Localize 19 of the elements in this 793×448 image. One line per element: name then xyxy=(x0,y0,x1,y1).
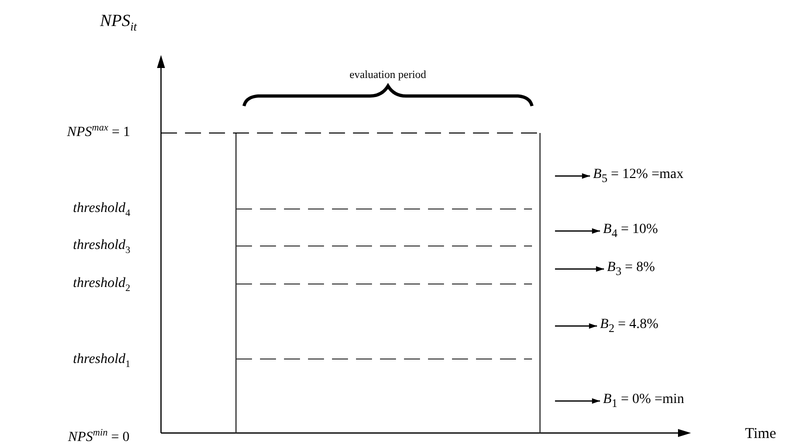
threshold-label: threshold$_{2}$ xyxy=(73,277,130,291)
arrow xyxy=(555,398,600,404)
axis-label: NPS$_{it}$ xyxy=(100,12,137,28)
bonus-label: B$_{3}$ = 8% xyxy=(607,260,655,278)
threshold-label: threshold$_{3}$ xyxy=(73,239,130,253)
axis-value-label: NPS$^{max}$ = 1 xyxy=(67,126,130,140)
threshold-label: threshold$_{1}$ xyxy=(73,353,130,367)
threshold-label: threshold$_{4}$ xyxy=(73,202,130,216)
period-label: evaluation period xyxy=(350,70,426,80)
arrow xyxy=(555,266,604,272)
arrow xyxy=(555,323,597,329)
bonus-label: B$_{5}$ = 12% =max xyxy=(593,167,684,186)
bonus-label: B$_{4}$ = 10% xyxy=(603,222,658,240)
axis-label: Time xyxy=(745,426,776,442)
bonus-label: B$_{1}$ = 0% =min xyxy=(603,392,684,410)
arrow xyxy=(555,228,600,234)
bonus-label: B$_{2}$ = 4.8% xyxy=(600,317,658,336)
axis-value-label: NPS$^{min}$ = 0 xyxy=(68,431,130,445)
arrow xyxy=(555,173,590,179)
